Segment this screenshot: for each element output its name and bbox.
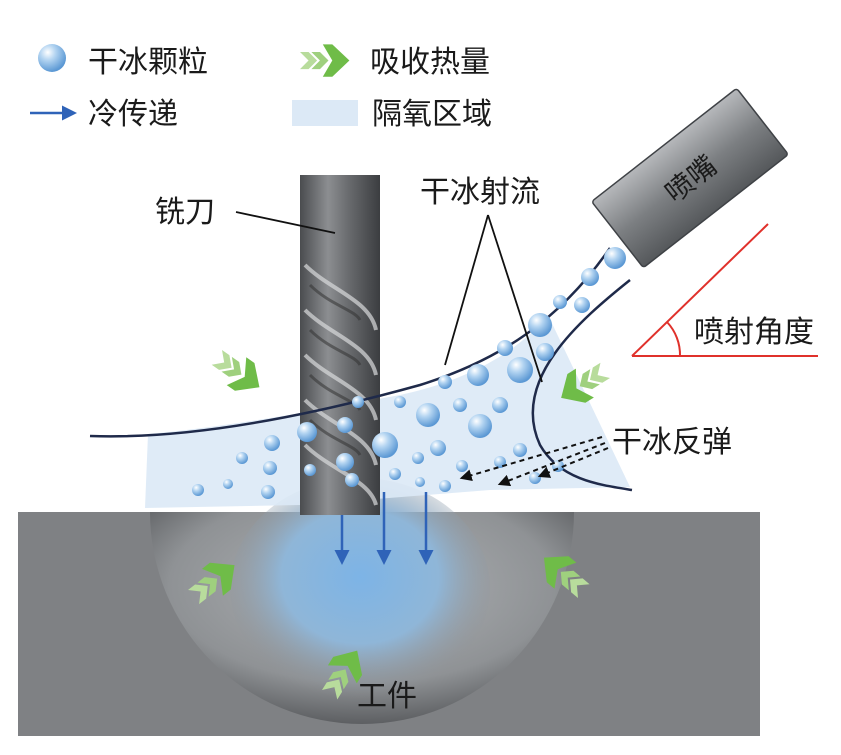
legend-heat-label: 吸收热量 <box>370 45 490 80</box>
heat-absorb-legend-icon <box>300 44 350 77</box>
jet-label: 干冰射流 <box>420 175 540 210</box>
isolation-legend-swatch <box>292 100 358 126</box>
jet-leader-left <box>444 214 489 366</box>
particle-legend-icon <box>38 44 66 72</box>
jet-upper-boundary <box>89 247 612 438</box>
dry-ice-particles <box>192 247 626 499</box>
spray-angle-indicator: 喷射角度 <box>631 223 818 357</box>
legend-isolation-label: 隔氧区域 <box>372 97 492 132</box>
legend-particles-label: 干冰颗粒 <box>88 45 208 80</box>
rebound-arrows <box>459 436 609 487</box>
legend-cold-label: 冷传递 <box>88 97 178 132</box>
jet-leader-right <box>487 214 543 383</box>
jet-lower-boundary <box>531 279 633 492</box>
nozzle: 喷嘴 <box>592 88 788 268</box>
workpiece <box>18 478 760 736</box>
cold-transfer-arrows <box>334 492 434 565</box>
cutter-flutes <box>300 255 380 515</box>
cutter-leader <box>235 211 336 234</box>
cutter-shank <box>300 175 380 255</box>
workpiece-label: 工件 <box>357 679 417 714</box>
isolation-zone <box>145 315 630 508</box>
cutter-label: 铣刀 <box>155 195 215 230</box>
spray-angle-label: 喷射角度 <box>694 315 814 350</box>
legend: 干冰颗粒 吸收热量 冷传递 隔氧区域 <box>30 44 492 132</box>
rebound-label: 干冰反弹 <box>612 425 732 460</box>
